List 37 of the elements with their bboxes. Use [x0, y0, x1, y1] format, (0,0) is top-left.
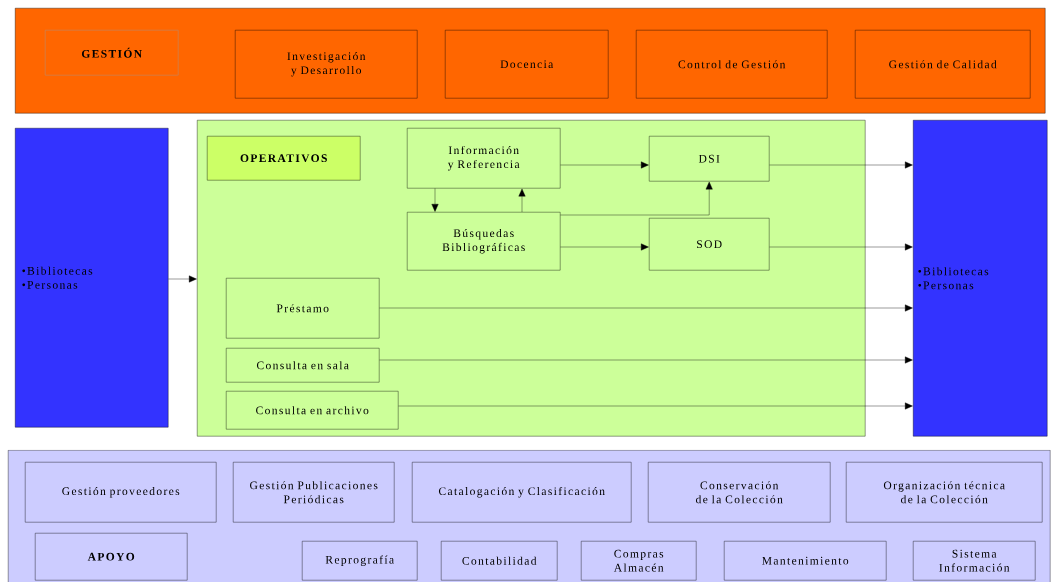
- user-box: •Bibliotecas •Personas: [15, 128, 169, 428]
- arrow: [379, 304, 913, 312]
- process-box: Préstamo: [226, 278, 380, 339]
- process-box: Reprografía: [302, 541, 418, 581]
- arrow: [769, 243, 913, 251]
- process-box: Control de Gestión: [636, 30, 828, 99]
- process-box: Contabilidad: [441, 541, 558, 581]
- process-box: Mantenimiento: [724, 541, 887, 581]
- arrow: [518, 188, 526, 213]
- process-box: Gestión proveedores: [25, 462, 217, 523]
- section-label: OPERATIVOS: [207, 136, 361, 181]
- arrow: [168, 275, 197, 283]
- process-box: Organización técnica de la Colección: [846, 462, 1043, 523]
- user-box: •Bibliotecas •Personas: [913, 120, 1048, 437]
- process-box: SOD: [649, 218, 770, 271]
- arrow: [560, 161, 649, 169]
- arrow: [379, 356, 913, 364]
- process-box: Consulta en archivo: [226, 391, 399, 430]
- process-box: DSI: [649, 136, 770, 182]
- section-label: APOYO: [35, 533, 188, 581]
- arrow: [431, 188, 439, 212]
- arrow: [560, 181, 713, 216]
- process-box: Búsquedas Bibliográficas: [407, 212, 561, 271]
- process-box: Catalogación y Clasificación: [412, 462, 632, 523]
- process-box: Conservación de la Colección: [648, 462, 831, 523]
- process-box: Compras Almacén: [581, 541, 697, 581]
- section-label: GESTIÓN: [45, 30, 179, 76]
- arrow: [769, 161, 913, 169]
- process-box: Gestión de Calidad: [855, 30, 1031, 99]
- process-box: Sistema Información: [913, 541, 1036, 581]
- process-box: Información y Referencia: [407, 128, 561, 189]
- process-box: Gestión Publicaciones Periódicas: [233, 462, 395, 523]
- arrow: [398, 402, 913, 410]
- process-box: Docencia: [445, 30, 609, 99]
- process-box: Investigación y Desarrollo: [235, 30, 418, 99]
- arrow: [560, 243, 649, 251]
- process-box: Consulta en sala: [226, 348, 380, 383]
